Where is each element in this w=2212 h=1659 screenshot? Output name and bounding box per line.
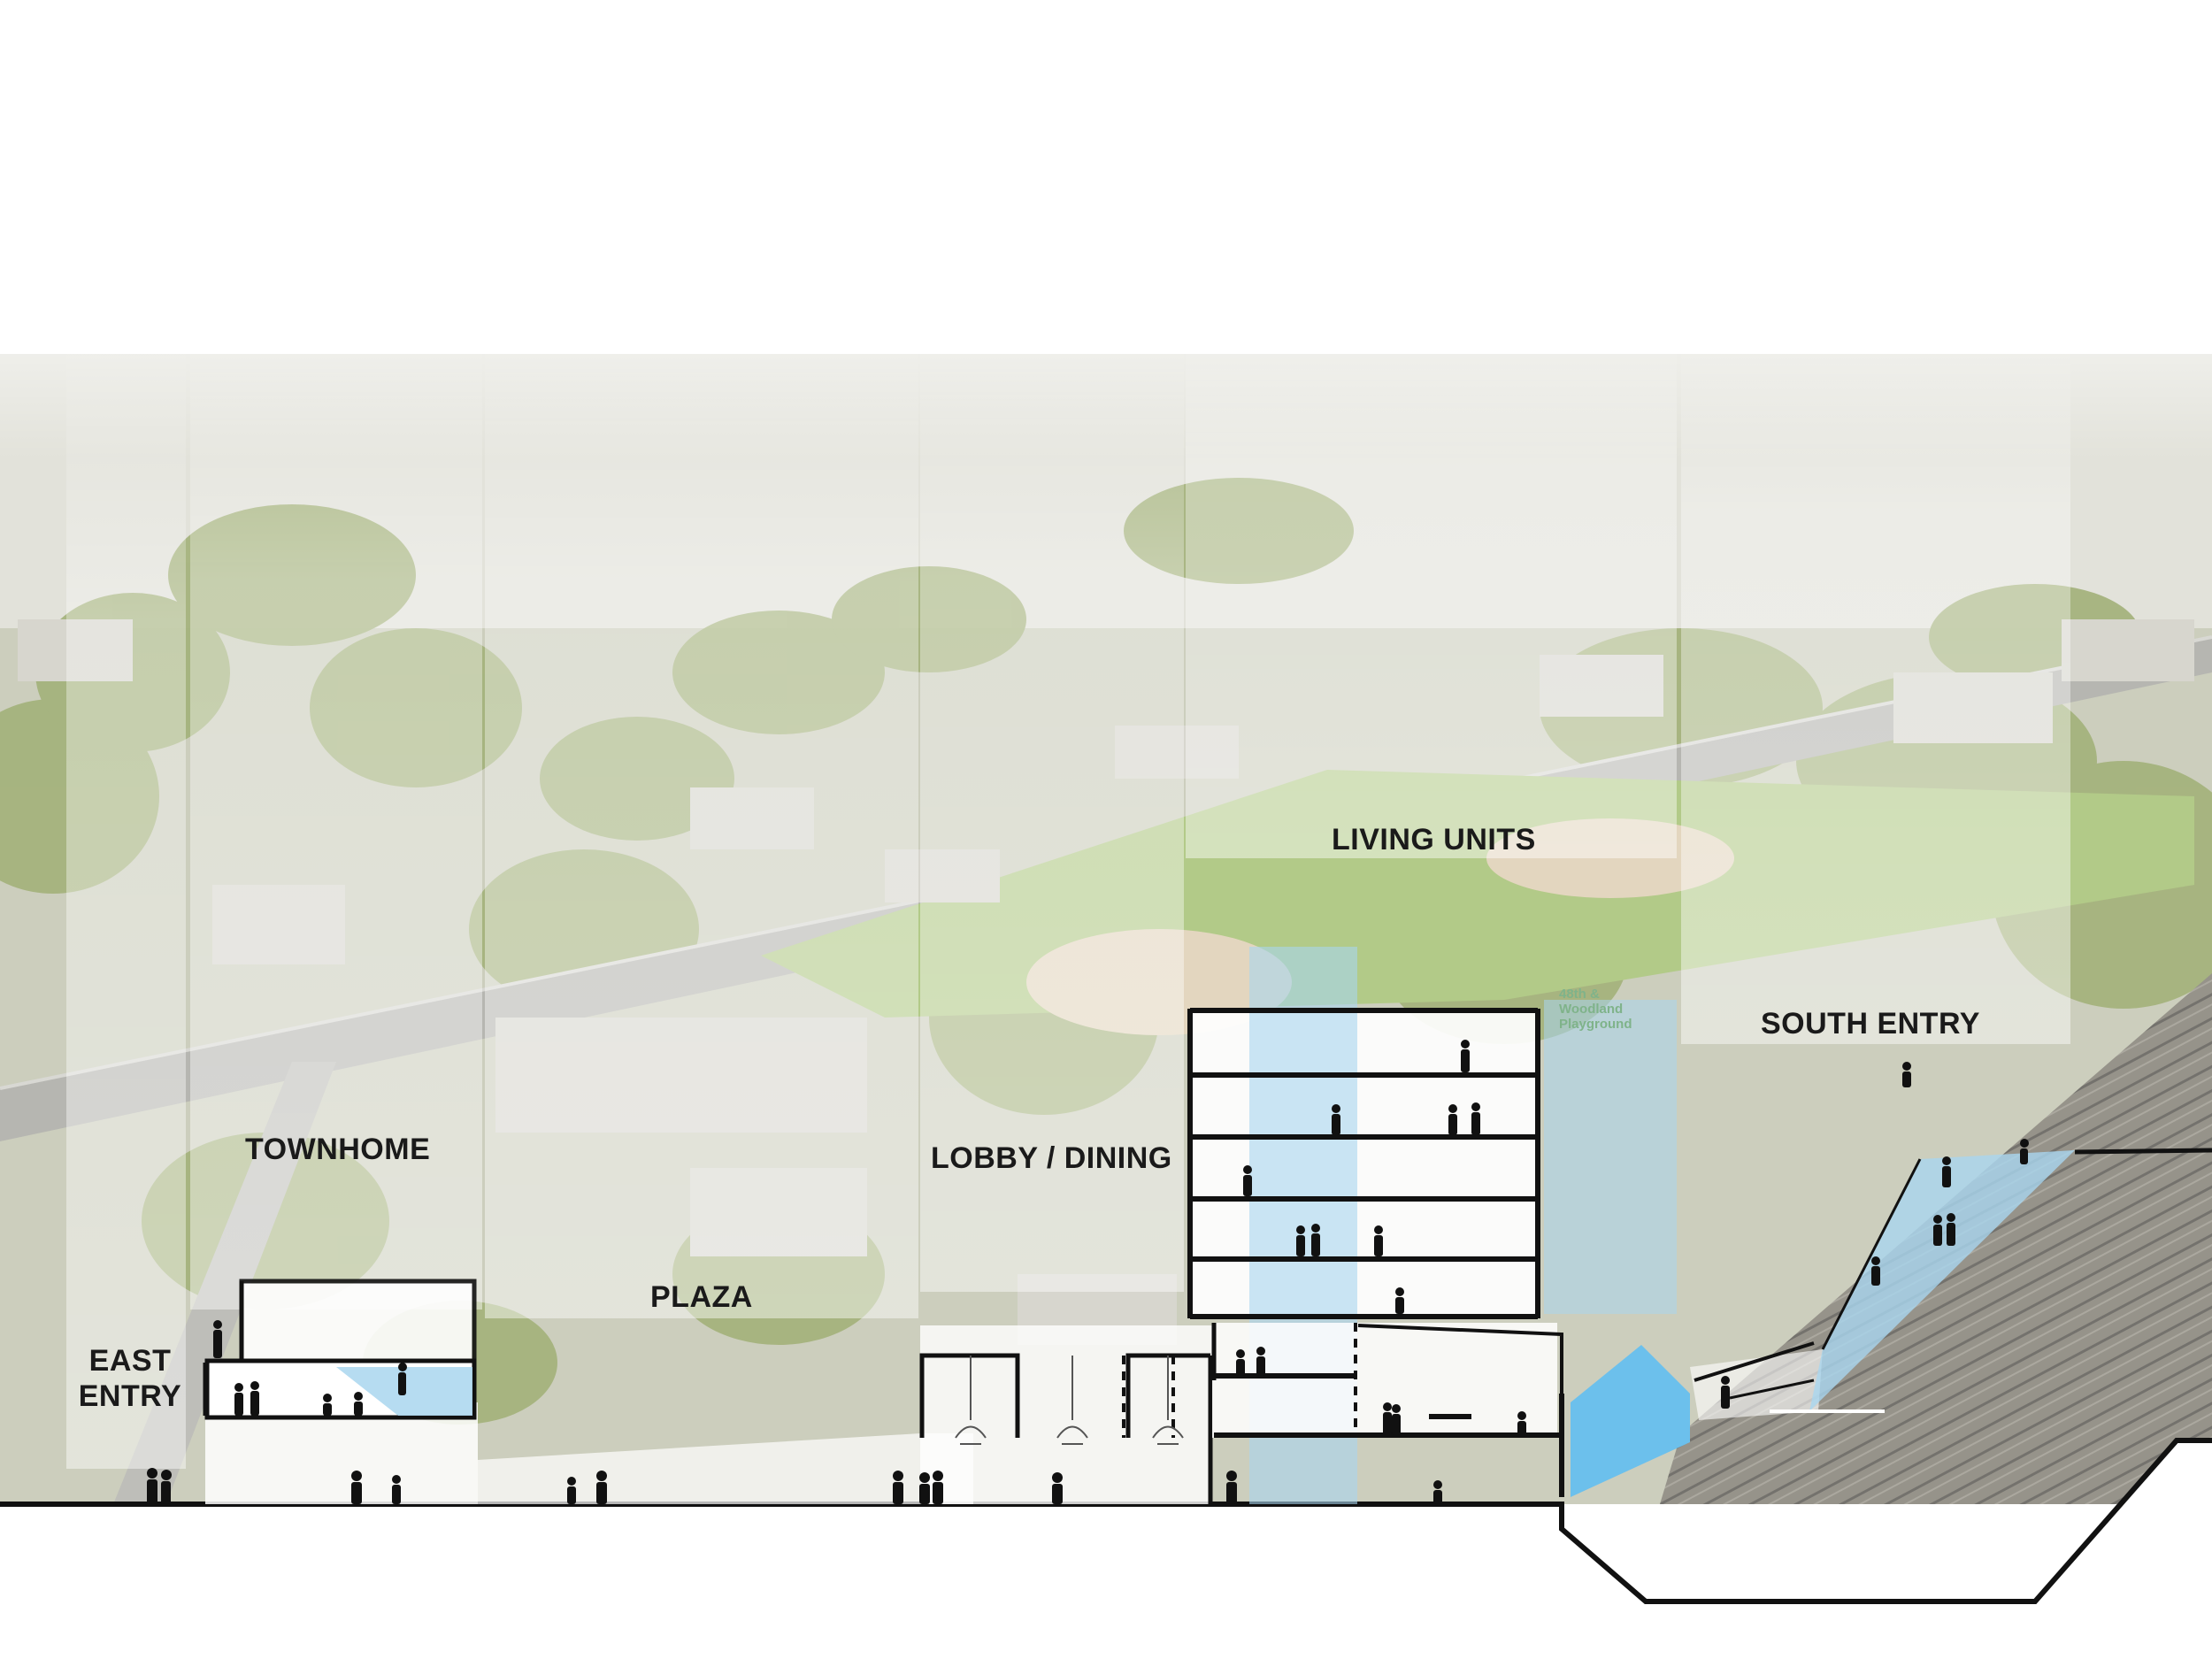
bench xyxy=(1429,1414,1471,1419)
south-entry-connector xyxy=(1559,1148,2212,1497)
person-figure xyxy=(1374,1225,1383,1256)
chandelier-icon xyxy=(1056,1356,1088,1445)
person-figure xyxy=(213,1320,222,1358)
east-entry-label-line2: ENTRY xyxy=(78,1379,182,1413)
person-figure xyxy=(1947,1213,1955,1246)
person-figure xyxy=(354,1392,363,1416)
playground-sign-line2: Woodland xyxy=(1559,1002,1624,1017)
person-figure xyxy=(1243,1165,1252,1196)
person-figure xyxy=(1933,1215,1942,1246)
person-figure xyxy=(893,1471,903,1504)
living-units-label: LIVING UNITS xyxy=(1332,823,1536,856)
chandelier-icons xyxy=(955,1356,1184,1445)
townhome-building xyxy=(203,1279,478,1504)
person-figure xyxy=(398,1363,407,1395)
person-figure xyxy=(1902,1062,1911,1087)
person-figure xyxy=(1448,1104,1457,1135)
south-entry-label: SOUTH ENTRY xyxy=(1761,1007,1980,1041)
person-figure xyxy=(1461,1040,1470,1072)
living-units-tower xyxy=(1187,947,1677,1504)
person-figure xyxy=(392,1475,401,1504)
person-figure xyxy=(1311,1224,1320,1256)
people-silhouettes xyxy=(147,1040,2029,1504)
person-figure xyxy=(1392,1404,1401,1435)
person-figure xyxy=(1332,1104,1340,1135)
person-figure xyxy=(1236,1349,1245,1376)
person-figure xyxy=(1052,1472,1063,1504)
plaza-label: PLAZA xyxy=(650,1280,753,1314)
lobby-dining-label: LOBBY / DINING xyxy=(931,1141,1172,1175)
person-figure xyxy=(1942,1156,1951,1187)
playground-sign-line1: 48th & xyxy=(1559,987,1600,1002)
person-figure xyxy=(1517,1411,1526,1435)
playground-sign-line3: Playground xyxy=(1559,1017,1632,1032)
person-figure xyxy=(323,1394,332,1416)
person-figure xyxy=(1721,1376,1730,1409)
townhome-label: TOWNHOME xyxy=(245,1133,431,1166)
person-figure xyxy=(1383,1402,1392,1435)
person-figure xyxy=(1471,1102,1480,1135)
person-figure xyxy=(2020,1139,2029,1164)
lobby-dining-building xyxy=(919,1325,1213,1504)
ground-section-line xyxy=(0,1438,2212,1659)
person-figure xyxy=(1226,1471,1237,1504)
person-figure xyxy=(567,1477,576,1504)
playground-sign: 48th & Woodland Playground xyxy=(1559,987,1656,1032)
person-figure xyxy=(1871,1256,1880,1286)
person-figure xyxy=(1296,1225,1305,1256)
person-figure xyxy=(933,1471,943,1504)
person-figure xyxy=(596,1471,607,1504)
person-figure xyxy=(234,1383,243,1416)
person-figure xyxy=(161,1470,172,1504)
chandelier-icon xyxy=(955,1356,987,1445)
person-figure xyxy=(1433,1480,1442,1504)
person-figure xyxy=(351,1471,362,1504)
person-figure xyxy=(250,1381,259,1416)
chandelier-icon xyxy=(1152,1356,1184,1445)
east-entry-label: EAST ENTRY xyxy=(73,1343,188,1414)
person-figure xyxy=(147,1468,157,1504)
person-figure xyxy=(1395,1287,1404,1314)
person-figure xyxy=(1256,1347,1265,1376)
east-entry-label-line1: EAST xyxy=(88,1344,172,1378)
person-figure xyxy=(919,1472,930,1504)
